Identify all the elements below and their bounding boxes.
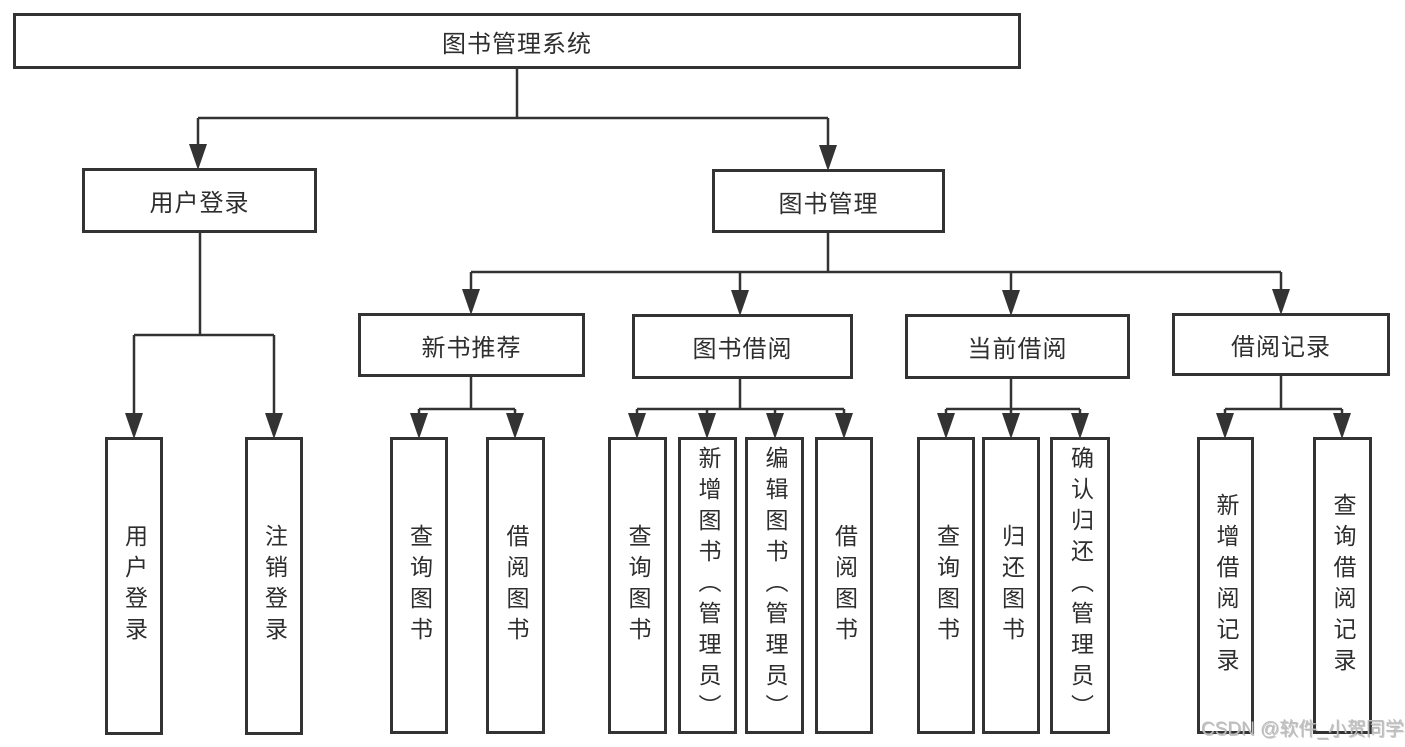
leaf-confirm-return-admin-label: 确认归还（管理员）	[1067, 446, 1094, 725]
node-root-label: 图书管理系统	[442, 30, 592, 58]
leaf-add-borrow-record: 新增借阅记录	[1197, 437, 1254, 734]
csdn-watermark: CSDN @软件_小贺同学	[1201, 719, 1404, 740]
leaf-query-book-current-label: 查询图书	[933, 523, 960, 648]
leaf-query-book-recommend: 查询图书	[390, 437, 448, 734]
leaf-query-book-current: 查询图书	[917, 437, 975, 734]
node-book-borrow: 图书借阅	[632, 314, 853, 379]
node-book-management-label: 图书管理	[778, 190, 879, 218]
node-new-book-recommend-label: 新书推荐	[421, 334, 522, 362]
node-borrow-record: 借阅记录	[1172, 313, 1390, 376]
leaf-logout: 注销登录	[245, 437, 303, 735]
node-borrow-record-label: 借阅记录	[1231, 334, 1331, 361]
leaf-edit-book-admin-label: 编辑图书（管理员）	[762, 446, 788, 725]
leaf-edit-book-admin: 编辑图书（管理员）	[745, 437, 804, 734]
leaf-query-book-recommend-label: 查询图书	[406, 523, 433, 648]
leaf-confirm-return-admin: 确认归还（管理员）	[1050, 437, 1110, 734]
leaf-add-book-admin: 新增图书（管理员）	[678, 437, 737, 734]
leaf-query-borrow-record: 查询借阅记录	[1313, 437, 1372, 734]
node-current-borrow-label: 当前借阅	[967, 336, 1068, 363]
connector-recommend-to-leaves	[410, 377, 524, 439]
leaf-add-book-admin-label: 新增图书（管理员）	[695, 446, 721, 725]
leaf-borrow-book: 借阅图书	[815, 437, 873, 734]
connector-root-to-level2	[189, 68, 837, 171]
node-user-login: 用户登录	[82, 168, 317, 233]
leaf-borrow-book-recommend-label: 借阅图书	[503, 523, 529, 648]
leaf-borrow-book-recommend: 借阅图书	[486, 437, 545, 734]
node-new-book-recommend: 新书推荐	[358, 313, 585, 377]
node-current-borrow: 当前借阅	[905, 314, 1130, 379]
connector-userlogin-to-leaves	[125, 233, 283, 439]
node-root-system: 图书管理系统	[13, 13, 1021, 69]
leaf-return-book: 归还图书	[982, 437, 1040, 734]
node-book-borrow-label: 图书借阅	[692, 336, 793, 363]
leaf-query-book-borrow-label: 查询图书	[625, 523, 651, 648]
connector-bookmgmt-to-level3	[462, 233, 1290, 316]
leaf-user-login: 用户登录	[105, 437, 163, 735]
node-user-login-label: 用户登录	[149, 190, 250, 217]
leaf-add-borrow-record-label: 新增借阅记录	[1213, 492, 1239, 679]
leaf-logout-label: 注销登录	[261, 524, 288, 648]
leaf-borrow-book-label: 借阅图书	[831, 523, 858, 648]
connector-currentborrow-to-leaves	[937, 379, 1089, 439]
leaf-user-login-label: 用户登录	[121, 524, 148, 648]
connector-bookborrow-to-leaves	[628, 379, 853, 439]
node-book-management: 图书管理	[712, 169, 945, 233]
leaf-query-borrow-record-label: 查询借阅记录	[1330, 492, 1356, 679]
leaf-query-book-borrow: 查询图书	[608, 437, 667, 734]
leaf-return-book-label: 归还图书	[998, 523, 1025, 648]
connector-borrowrecord-to-leaves	[1216, 376, 1351, 439]
